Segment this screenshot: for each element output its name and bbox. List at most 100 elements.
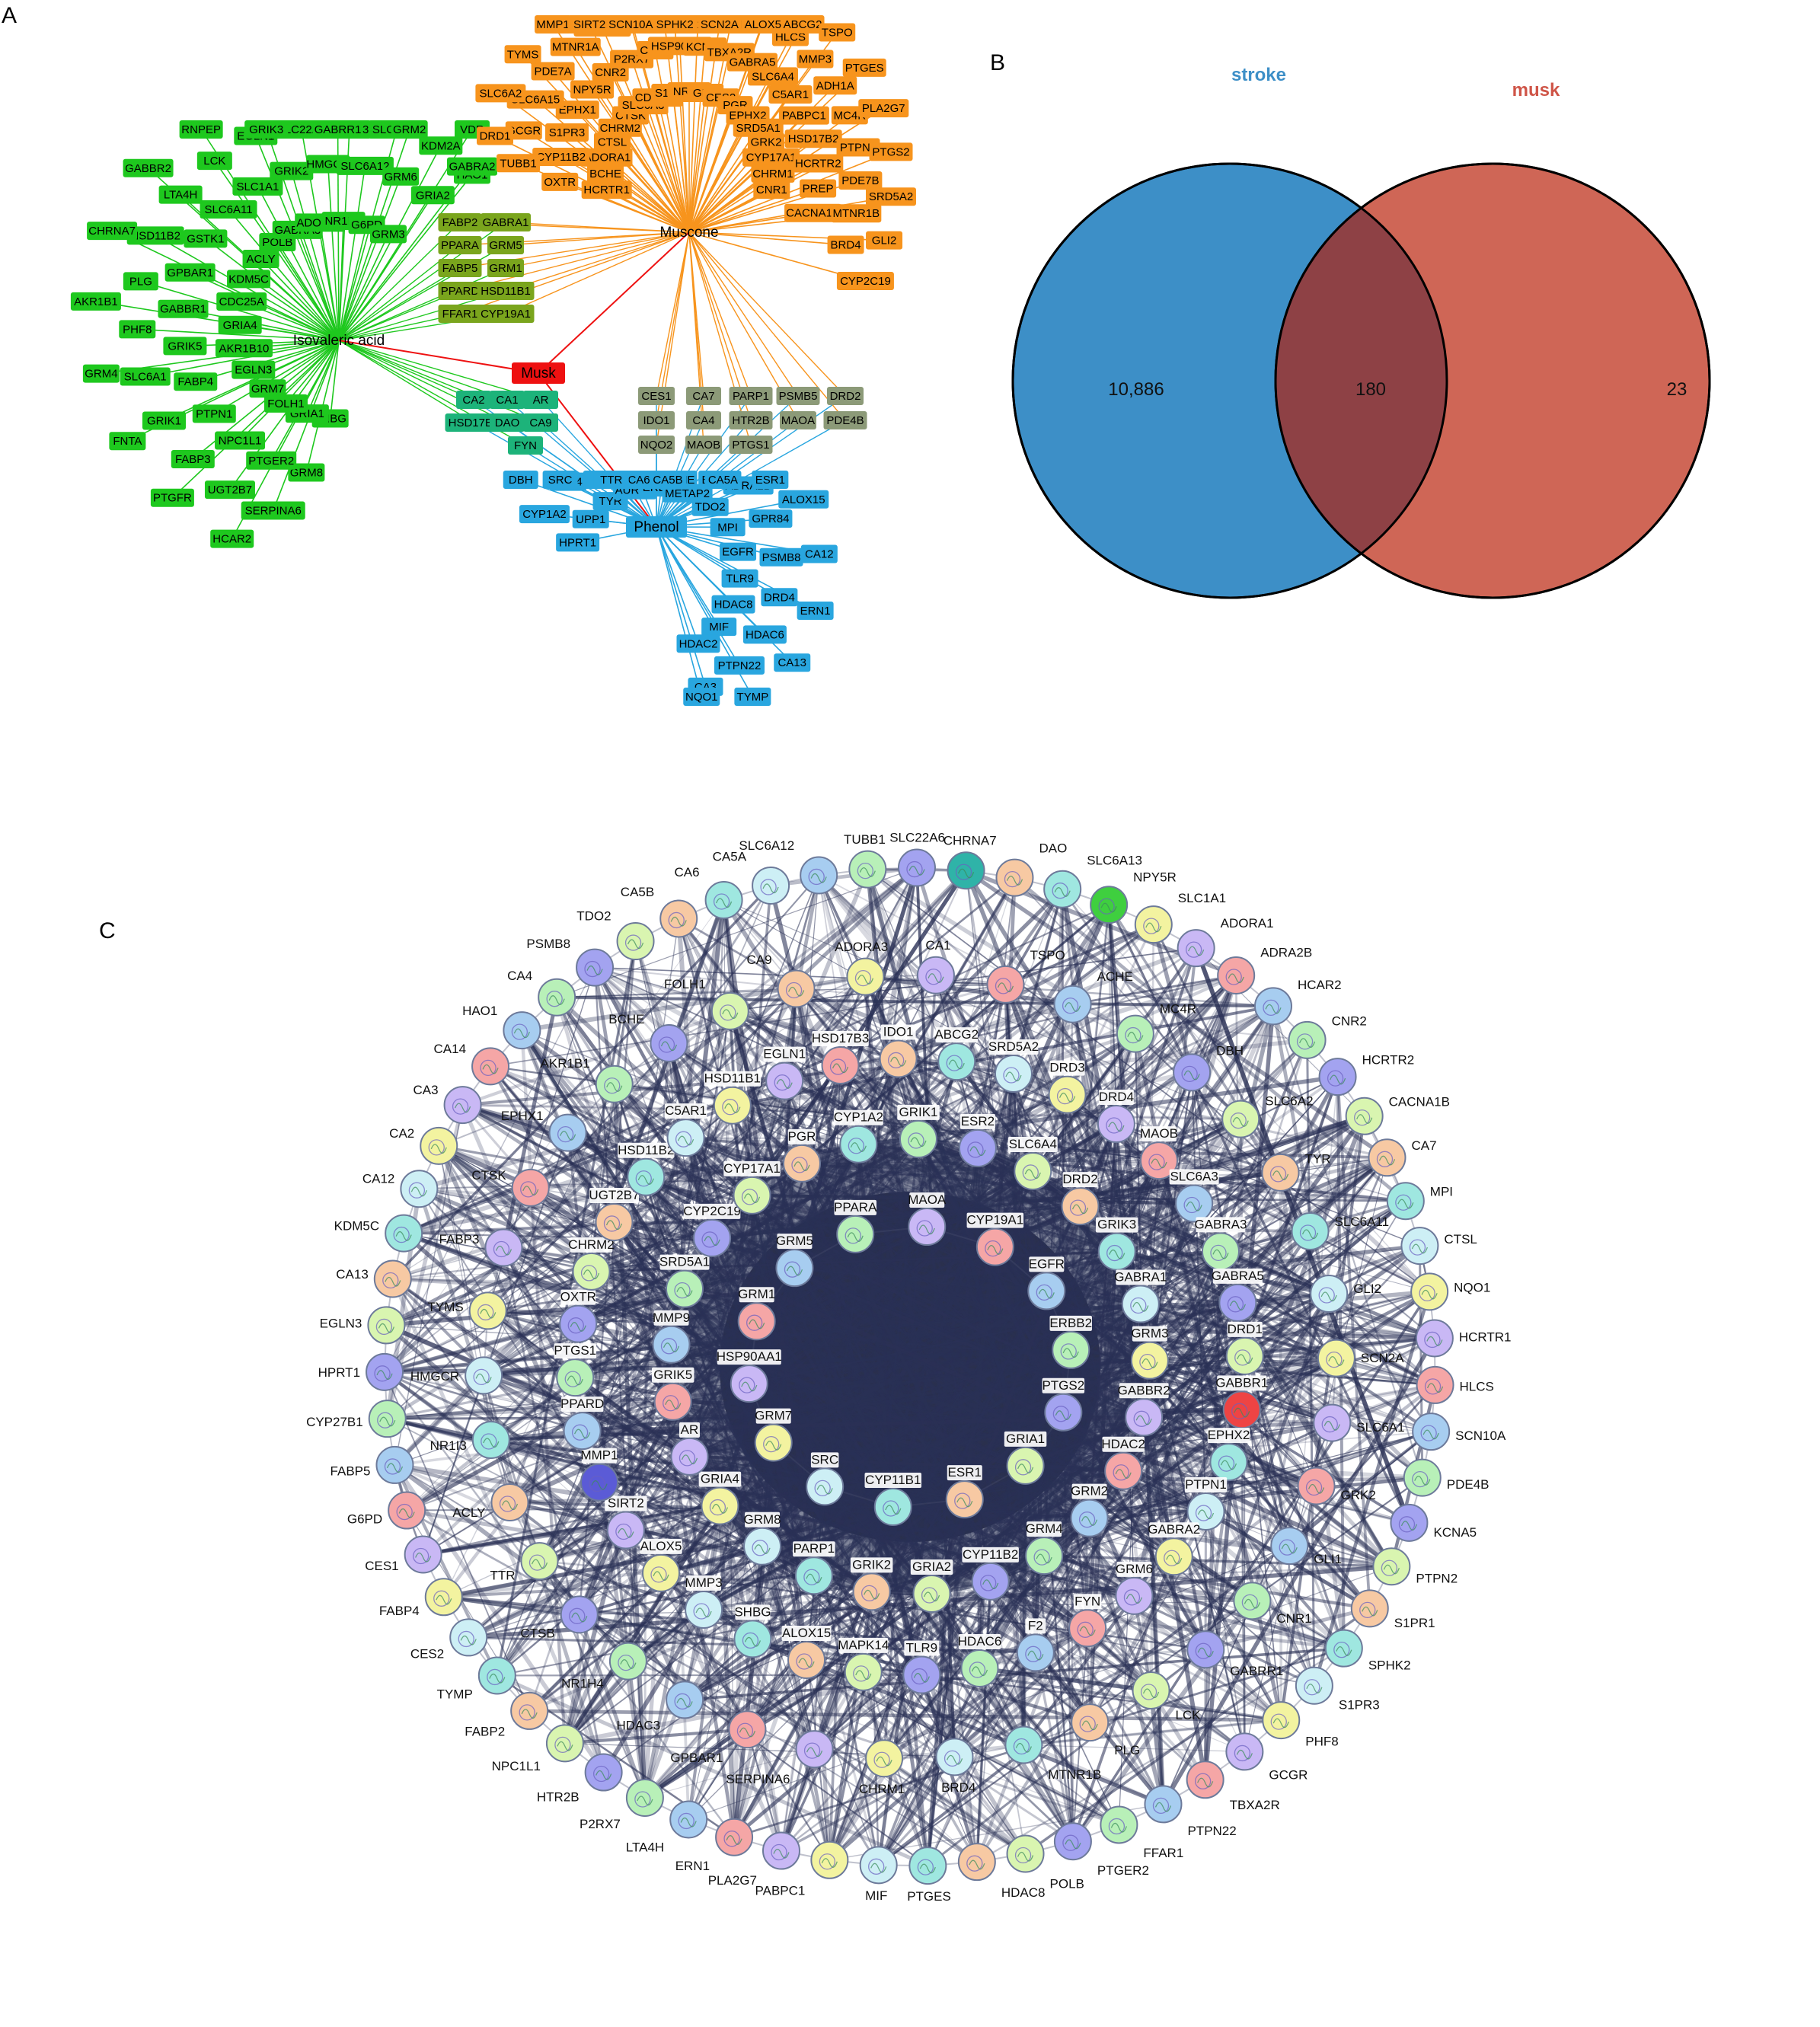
svg-text:SRC: SRC [548, 474, 573, 487]
svg-text:ADH1A: ADH1A [816, 79, 854, 92]
svg-text:S1PR3: S1PR3 [1339, 1697, 1380, 1712]
node-lck: LCK [196, 152, 232, 171]
node-hdac6: HDAC6 [742, 625, 787, 644]
svg-text:BCHE: BCHE [608, 1012, 644, 1026]
svg-text:SPHK2: SPHK2 [1368, 1658, 1411, 1672]
ppi-node-ptges: PTGES [907, 1847, 951, 1904]
venn-title-musk: musk [1512, 80, 1560, 101]
node-ar: AR [523, 391, 558, 409]
ppi-node-srd5a1: SRD5A1 [659, 1254, 710, 1308]
svg-text:NPC1L1: NPC1L1 [492, 1759, 541, 1773]
svg-text:MC4R: MC4R [1160, 1001, 1196, 1016]
svg-text:PLA2G7: PLA2G7 [862, 102, 905, 115]
svg-text:CYP1A2: CYP1A2 [522, 508, 567, 521]
svg-text:PPARD: PPARD [560, 1397, 604, 1411]
svg-text:PTPN2: PTPN2 [840, 142, 876, 155]
node-dao: DAO [490, 413, 525, 432]
svg-text:CA9: CA9 [529, 417, 551, 429]
ppi-node-slc6a13: SLC6A13 [1043, 854, 1142, 908]
node-ptgs2: PTGS2 [869, 142, 913, 161]
node-srd5a1: SRD5A1 [733, 118, 784, 137]
node-ptpn22: PTPN22 [714, 656, 765, 675]
svg-text:EGFR: EGFR [722, 546, 754, 559]
ppi-node-tyms: TYMS [428, 1291, 507, 1330]
svg-text:C5AR1: C5AR1 [772, 88, 809, 101]
svg-text:TUBB1: TUBB1 [844, 832, 886, 847]
svg-text:GABBR2: GABBR2 [1118, 1383, 1170, 1397]
node-ptpn2: PTPN2 [836, 138, 880, 157]
svg-text:TYR: TYR [1305, 1151, 1331, 1166]
svg-text:GRM4: GRM4 [1026, 1521, 1063, 1536]
node-src: SRC [542, 471, 578, 489]
panel-label-a: A [2, 3, 17, 28]
svg-text:HCRTR2: HCRTR2 [1362, 1053, 1415, 1068]
ppi-node-hprt1: HPRT1 [318, 1352, 404, 1391]
ppi-node-hdac2: HDAC2 [1101, 1436, 1145, 1490]
ppi-node-mmp3: MMP3 [685, 1575, 723, 1629]
ppi-node-kcna5: KCNA5 [1390, 1503, 1477, 1542]
ppi-node-mpi: MPI [1386, 1182, 1453, 1221]
ppi-node-src: SRC [806, 1452, 845, 1506]
svg-text:DRD4: DRD4 [764, 591, 795, 604]
ppi-node-npc1l1: NPC1L1 [492, 1724, 584, 1773]
ppi-node-ptpn1: PTPN1 [1184, 1477, 1228, 1531]
hub-isovaleric: Isovaleric acid [293, 333, 385, 349]
node-ttr: TTR [593, 471, 629, 489]
svg-text:FABP5: FABP5 [442, 262, 478, 275]
ppi-node-hmgcr: HMGCR [410, 1356, 503, 1395]
ppi-node-alox5: ALOX5 [640, 1538, 682, 1592]
node-gli2: GLI2 [866, 231, 903, 250]
svg-text:ERN1: ERN1 [675, 1859, 710, 1873]
node-cyp19a1: CYP19A1 [477, 305, 535, 323]
svg-text:GRIA4: GRIA4 [223, 319, 257, 332]
ppi-node-pla2g7: PLA2G7 [708, 1831, 800, 1888]
svg-text:IDO1: IDO1 [643, 414, 669, 427]
svg-text:GRM4: GRM4 [85, 368, 117, 381]
node-cyp1a2: CYP1A2 [519, 505, 570, 524]
svg-text:TYMS: TYMS [428, 1300, 464, 1314]
svg-text:PTPN22: PTPN22 [1187, 1824, 1236, 1838]
ppi-node-chrna7: CHRNA7 [944, 833, 997, 890]
node-maoa: MAOA [780, 411, 816, 429]
ppi-node-mif: MIF [859, 1846, 898, 1903]
venn-count-overlap: 180 [1355, 379, 1386, 400]
svg-text:NPC1L1: NPC1L1 [219, 435, 262, 448]
svg-text:GRM3: GRM3 [372, 228, 404, 241]
ppi-node-maob: MAOB [1140, 1126, 1178, 1180]
ppi-node-bche: BCHE [608, 1012, 688, 1063]
svg-text:HPRT1: HPRT1 [318, 1365, 360, 1380]
svg-text:HTR2B: HTR2B [537, 1789, 580, 1804]
node-slc6a11: SLC6A11 [200, 200, 257, 219]
ppi-node-s1pr3: S1PR3 [1295, 1666, 1380, 1712]
svg-text:MMP1: MMP1 [580, 1448, 618, 1463]
svg-text:RNPEP: RNPEP [181, 123, 221, 136]
ppi-node-slc22a6: SLC22A6 [889, 831, 945, 887]
node-mpi: MPI [710, 518, 746, 537]
ppi-node-esr2: ESR2 [958, 1113, 997, 1167]
svg-text:HSD11B2: HSD11B2 [130, 229, 180, 242]
svg-text:SCN10A: SCN10A [608, 18, 653, 31]
svg-text:HDAC8: HDAC8 [714, 599, 753, 611]
svg-text:MIF: MIF [709, 621, 729, 634]
svg-text:MAOA: MAOA [781, 414, 815, 427]
svg-text:SLC6A4: SLC6A4 [1009, 1137, 1057, 1151]
svg-text:SLC1A1: SLC1A1 [1178, 891, 1226, 905]
node-hsd11b1: HSD11B1 [477, 282, 535, 300]
svg-text:PTGS1: PTGS1 [732, 439, 769, 452]
node-ppard: PPARD [438, 282, 482, 300]
svg-text:AKR1B1: AKR1B1 [541, 1056, 590, 1071]
svg-text:CA12: CA12 [805, 548, 834, 561]
svg-text:SLC6A2: SLC6A2 [479, 87, 522, 100]
compound-target-network: SHBGGRIA1FOLH1GRM7EGLN3AKR1B10GRIA4CDC25… [70, 15, 916, 706]
ppi-node-tymp: TYMP [437, 1656, 516, 1701]
node-tyms: TYMS [504, 45, 541, 64]
svg-text:DRD2: DRD2 [830, 390, 861, 403]
ppi-node-htr2b: HTR2B [537, 1753, 623, 1804]
ppi-node-grik1: GRIK1 [897, 1104, 940, 1158]
ppi-node-erbb2: ERBB2 [1049, 1315, 1092, 1369]
ppi-node-ptpn2: PTPN2 [1372, 1547, 1458, 1586]
ppi-node-chrm2: CHRM2 [568, 1237, 615, 1291]
svg-text:CA1: CA1 [496, 394, 518, 407]
svg-text:ALOX5: ALOX5 [640, 1539, 682, 1553]
